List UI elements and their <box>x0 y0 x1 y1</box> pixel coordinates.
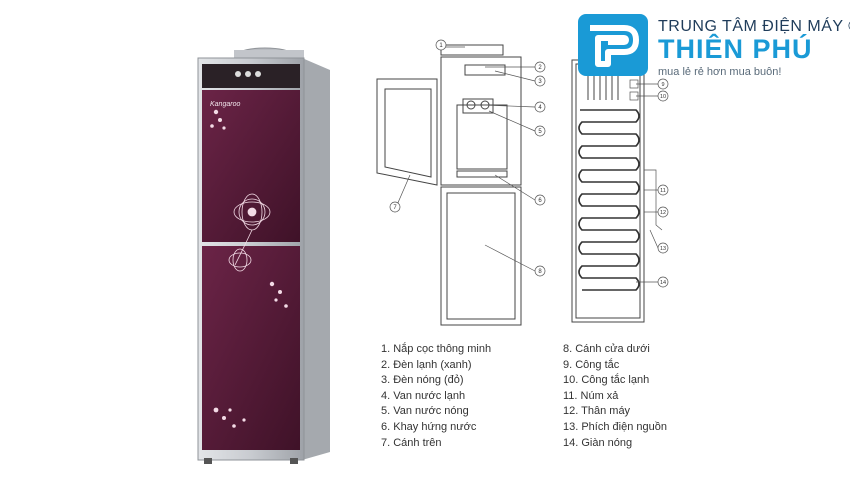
condenser-coil <box>578 109 640 291</box>
callout-label-2: 2 <box>538 65 542 71</box>
callout-3 <box>534 75 546 87</box>
machine-body <box>571 59 645 323</box>
callout-label-5: 5 <box>538 129 542 135</box>
callout-10 <box>657 90 669 102</box>
back-view-diagram: 9 10 11 12 13 14 <box>571 59 669 323</box>
upper-door <box>376 78 438 186</box>
callout-label-9: 9 <box>661 82 664 88</box>
callout-13 <box>657 242 669 254</box>
callout-label-6: 6 <box>538 198 542 204</box>
foot <box>204 458 212 464</box>
legend-item: 13. Phích điện nguồn <box>563 420 667 433</box>
callout-5 <box>534 125 546 137</box>
callout-14 <box>657 276 669 288</box>
callout-7 <box>389 201 401 213</box>
callout-9 <box>657 78 669 90</box>
legend-item: 14. Giàn nóng <box>563 436 633 449</box>
legend-item: 8. Cánh cửa dưới <box>563 343 650 355</box>
callout-label-14: 14 <box>660 280 666 286</box>
flower-decoration <box>228 193 271 272</box>
callout-label-1: 1 <box>439 43 443 49</box>
foot <box>290 458 298 464</box>
legend-item: 1. Nắp cọc thông minh <box>381 343 492 355</box>
top-cover <box>234 50 304 60</box>
lower-door <box>440 186 522 326</box>
power-cord <box>644 169 663 231</box>
logo-name: THIÊN PHÚ <box>658 34 813 64</box>
legend-item: 3. Đèn nóng (đỏ) <box>381 374 464 387</box>
control-button <box>255 71 261 77</box>
callout-1 <box>435 39 447 51</box>
legend-item: 6. Khay hứng nước <box>381 420 477 433</box>
logo-mark-icon <box>578 14 648 76</box>
callout-8 <box>534 265 546 277</box>
legend-item: 4. Van nước lạnh <box>381 389 466 402</box>
callout-11 <box>657 184 669 196</box>
side-body <box>302 58 330 460</box>
callout-label-10: 10 <box>660 94 666 100</box>
brand-logo: TRUNG TÂM ĐIỆN MÁY ® THIÊN PHÚ mua lẻ rẻ… <box>578 14 850 78</box>
control-strip <box>202 64 300 88</box>
callout-label-12: 12 <box>660 210 666 216</box>
callout-label-3: 3 <box>538 79 542 85</box>
callout-label-8: 8 <box>538 269 542 275</box>
legend-item: 10. Công tắc lạnh <box>563 374 650 387</box>
callout-4 <box>534 101 546 113</box>
legend-item: 2. Đèn lạnh (xanh) <box>381 358 472 371</box>
parts-legend-right: 8. Cánh cửa dưới 9. Công tắc 10. Công tắ… <box>563 342 667 451</box>
lower-door-panel <box>202 246 300 450</box>
callout-2 <box>534 61 546 73</box>
callout-6 <box>534 194 546 206</box>
callout-label-11: 11 <box>660 188 666 194</box>
product-brand-label: Kangaroo <box>210 101 240 108</box>
legend-item: 7. Cánh trên <box>381 436 442 449</box>
upper-body <box>440 56 522 186</box>
parts-legend-left: 1. Nắp cọc thông minh 2. Đèn lạnh (xanh)… <box>381 342 491 451</box>
callout-label-7: 7 <box>393 205 397 211</box>
legend-item: 11. Núm xả <box>563 389 619 402</box>
logo-slogan: mua lẻ rẻ hơn mua buôn! <box>658 66 782 78</box>
front-view-diagram: 1 2 3 4 5 6 7 8 <box>376 39 546 326</box>
upper-door-panel <box>202 90 300 242</box>
faucet-recess <box>456 104 508 170</box>
control-panel <box>464 64 506 76</box>
control-button <box>245 71 251 77</box>
callout-label-13: 13 <box>660 246 666 252</box>
control-button <box>235 71 241 77</box>
legend-item: 5. Van nước nóng <box>381 405 469 418</box>
legend-item: 12. Thân máy <box>563 405 631 418</box>
smart-cap-part <box>440 44 504 56</box>
legend-item: 9. Công tắc <box>563 358 620 371</box>
product-photo: Kangaroo <box>197 47 330 464</box>
small-flowers <box>210 109 288 428</box>
drip-tray <box>456 170 508 178</box>
callout-12 <box>657 206 669 218</box>
logo-tagline: TRUNG TÂM ĐIỆN MÁY ® <box>658 18 850 35</box>
callout-label-4: 4 <box>538 105 542 111</box>
